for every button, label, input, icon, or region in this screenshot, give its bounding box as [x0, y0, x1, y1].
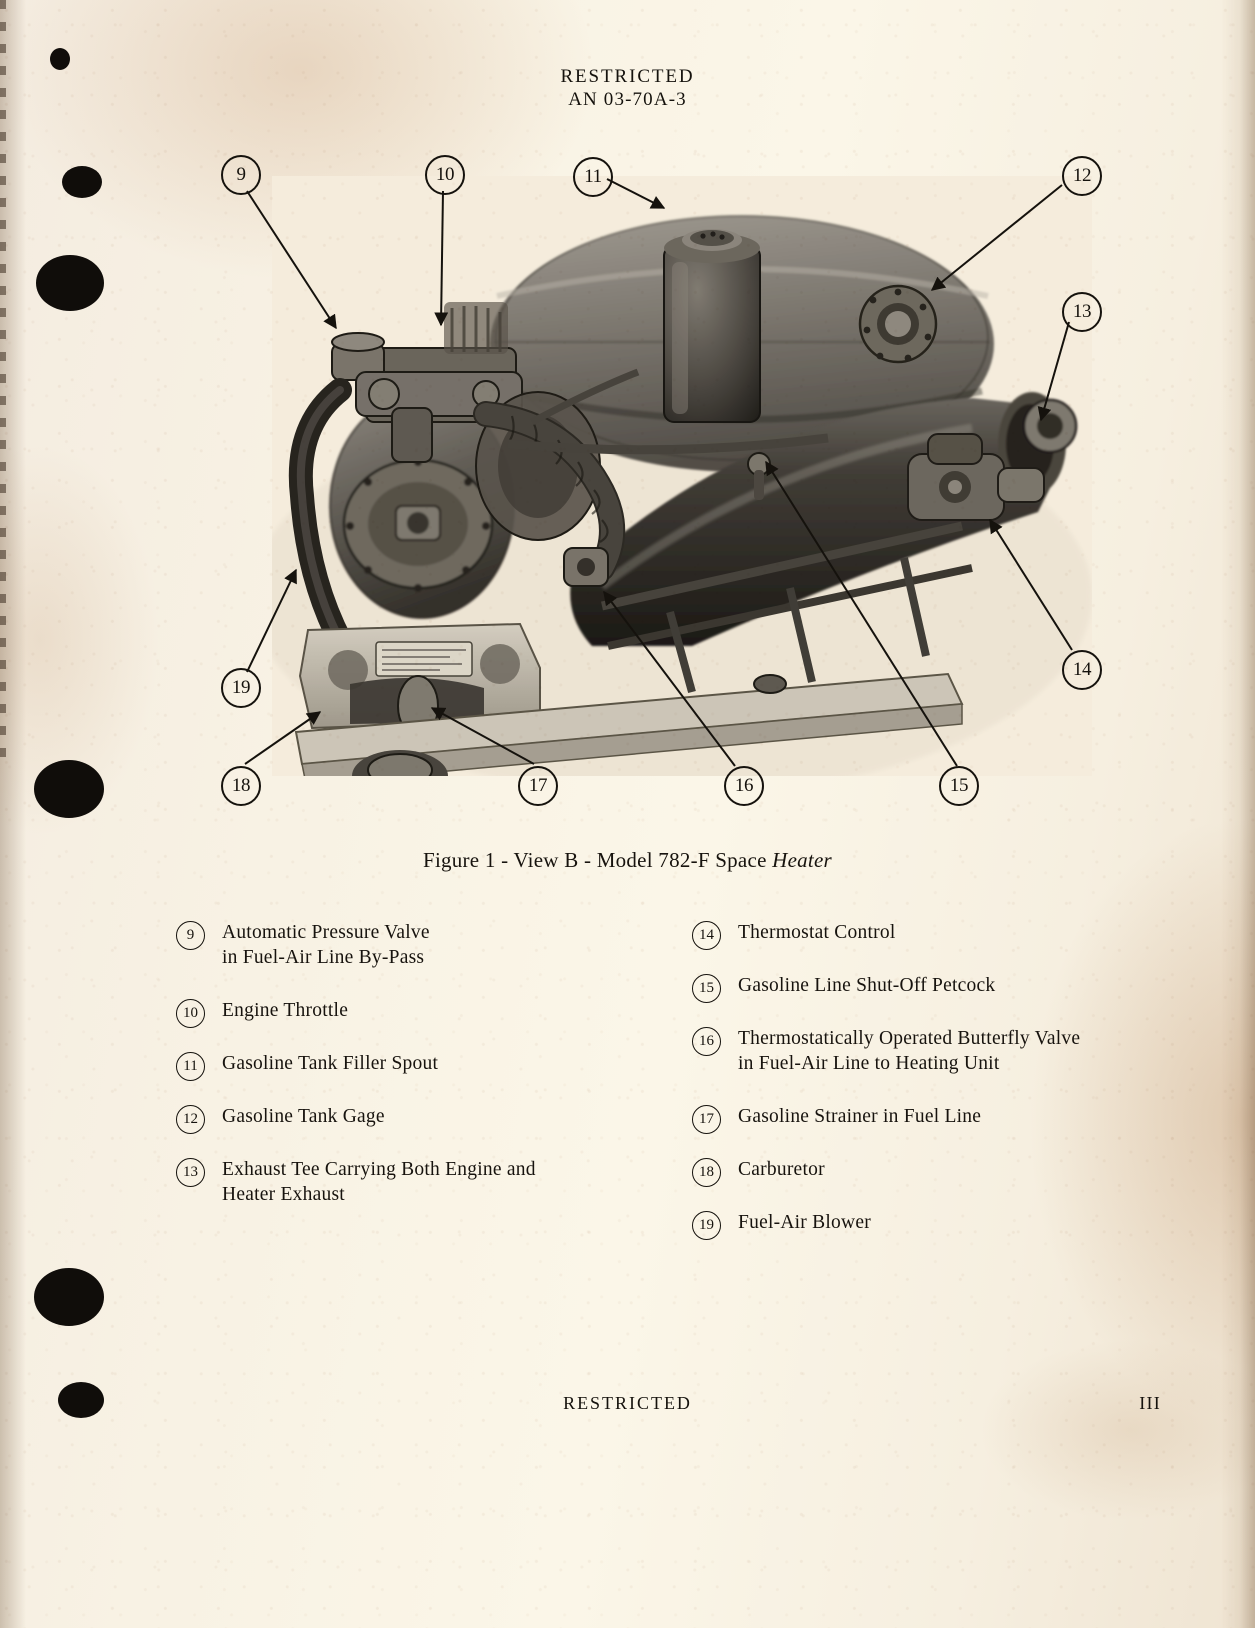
callout-17[interactable]: 17	[518, 766, 558, 806]
legend-item-12: 12 Gasoline Tank Gage	[176, 1104, 616, 1134]
legend-item-14: 14 Thermostat Control	[692, 920, 1132, 950]
header-publication-number: AN 03-70A-3	[568, 89, 687, 110]
legend-number-13: 13	[176, 1158, 205, 1187]
legend-item-19: 19 Fuel-Air Blower	[692, 1210, 1132, 1240]
hole-punch-5	[34, 1268, 104, 1326]
legend-label-line: Gasoline Tank Gage	[222, 1106, 385, 1127]
legend-item-10: 10 Engine Throttle	[176, 998, 616, 1028]
callout-13[interactable]: 13	[1062, 292, 1102, 332]
callout-11[interactable]: 11	[573, 157, 613, 197]
legend-label-12: Gasoline Tank Gage	[222, 1104, 616, 1129]
legend-column-right: 14 Thermostat Control 15 Gasoline Line Shut…	[692, 920, 1132, 1263]
legend-label-15: Gasoline Line Shut-Off Petcock	[738, 973, 1132, 998]
legend-label-line: Gasoline Line Shut-Off Petcock	[738, 975, 996, 996]
legend-label-9: Automatic Pressure Valve in Fuel-Air Line…	[222, 920, 616, 970]
callout-15[interactable]: 15	[939, 766, 979, 806]
legend-number-10: 10	[176, 999, 205, 1028]
hole-punch-1	[50, 48, 70, 70]
hole-punch-2	[62, 166, 102, 198]
legend-item-11: 11 Gasoline Tank Filler Spout	[176, 1051, 616, 1081]
legend-label-line: Heater Exhaust	[222, 1184, 345, 1205]
footer-classification: RESTRICTED	[563, 1393, 692, 1413]
legend-label-18: Carburetor	[738, 1157, 1132, 1182]
legend-label-line: Exhaust Tee Carrying Both Engine and	[222, 1159, 536, 1180]
figure-caption: Figure 1 - View B - Model 782-F Space He…	[0, 848, 1255, 873]
legend-item-16: 16 Thermostatically Operated Butterfly Va…	[692, 1026, 1132, 1076]
hole-punch-6	[58, 1382, 104, 1418]
legend-label-line: Thermostatically Operated Butterfly Valv…	[738, 1028, 1081, 1049]
hole-punch-3	[36, 255, 104, 311]
legend-item-17: 17 Gasoline Strainer in Fuel Line	[692, 1104, 1132, 1134]
left-gutter-shadow	[0, 0, 26, 1628]
callout-9[interactable]: 9	[221, 155, 261, 195]
legend-item-15: 15 Gasoline Line Shut-Off Petcock	[692, 973, 1132, 1003]
legend-number-19: 19	[692, 1211, 721, 1240]
right-torn-edge	[1221, 0, 1255, 1628]
legend-number-17: 17	[692, 1105, 721, 1134]
legend-number-12: 12	[176, 1105, 205, 1134]
legend-label-11: Gasoline Tank Filler Spout	[222, 1051, 616, 1076]
callout-10[interactable]: 10	[425, 155, 465, 195]
legend-label-line: Gasoline Tank Filler Spout	[222, 1053, 439, 1074]
legend-number-18: 18	[692, 1158, 721, 1187]
figure-caption-emphasis: Heater	[772, 848, 832, 872]
legend-number-11: 11	[176, 1052, 205, 1081]
legend-label-line: Engine Throttle	[222, 1000, 349, 1021]
scanner-edge-artifact	[0, 0, 6, 760]
legend-label-14: Thermostat Control	[738, 920, 1132, 945]
footer-page-number: III	[1139, 1393, 1161, 1413]
legend-label-line: Gasoline Strainer in Fuel Line	[738, 1106, 982, 1127]
callout-18[interactable]: 18	[221, 766, 261, 806]
hole-punch-4	[34, 760, 104, 818]
legend-label-line: Fuel-Air Blower	[738, 1212, 871, 1233]
legend-item-9: 9 Automatic Pressure Valve in Fuel-Air Lin…	[176, 920, 616, 970]
legend-number-14: 14	[692, 921, 721, 950]
legend-label-line: in Fuel-Air Line to Heating Unit	[738, 1053, 1000, 1074]
figure-caption-text: Figure 1 - View B - Model 782-F Space	[423, 848, 773, 872]
header-classification: RESTRICTED	[560, 66, 695, 87]
legend-number-16: 16	[692, 1027, 721, 1056]
legend-label-16: Thermostatically Operated Butterfly Valv…	[738, 1026, 1132, 1076]
legend-number-9: 9	[176, 921, 205, 950]
legend-label-line: Carburetor	[738, 1159, 825, 1180]
callout-16[interactable]: 16	[724, 766, 764, 806]
callout-14[interactable]: 14	[1062, 650, 1102, 690]
legend-column-left: 9 Automatic Pressure Valve in Fuel-Air Lin…	[176, 920, 616, 1235]
legend-label-line: in Fuel-Air Line By-Pass	[222, 947, 425, 968]
legend-label-line: Thermostat Control	[738, 922, 896, 943]
legend-item-18: 18 Carburetor	[692, 1157, 1132, 1187]
legend-label-17: Gasoline Strainer in Fuel Line	[738, 1104, 1132, 1129]
legend-number-15: 15	[692, 974, 721, 1003]
figure-photograph	[272, 176, 1092, 776]
callout-12[interactable]: 12	[1062, 156, 1102, 196]
legend-label-10: Engine Throttle	[222, 998, 616, 1023]
callout-19[interactable]: 19	[221, 668, 261, 708]
legend-label-19: Fuel-Air Blower	[738, 1210, 1132, 1235]
legend-label-line: Automatic Pressure Valve	[222, 922, 430, 943]
